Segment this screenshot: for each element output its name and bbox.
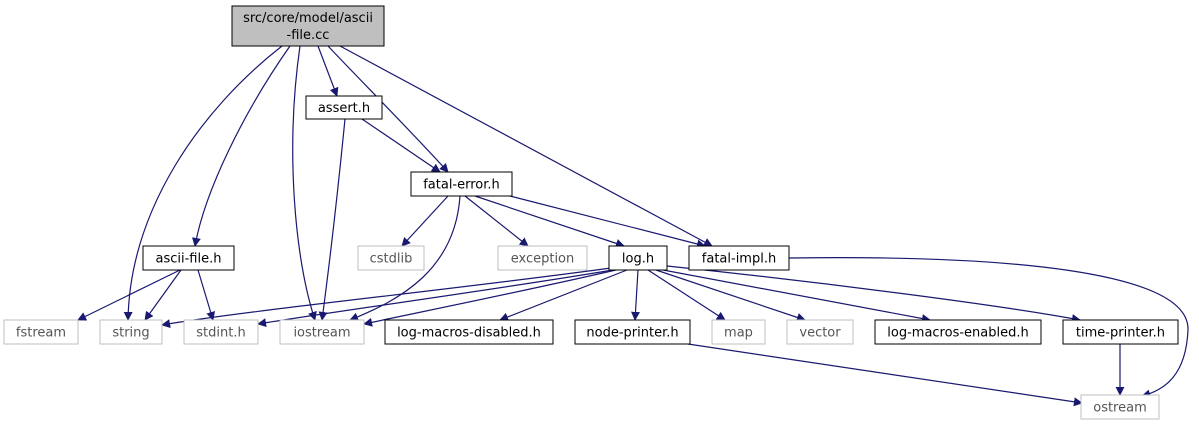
node-label: cstdlib [370,252,413,267]
node-cstdlib[interactable]: cstdlib [357,245,425,271]
edge-main-to-fatal-error [327,45,449,173]
edge-node-printer-to-ostream [687,343,1083,407]
edge-log-to-map [647,269,726,321]
edge-log-to-node-printer [630,269,640,321]
edge-fatal-error-to-iostream [349,195,461,322]
edge-ascii-file-to-fstream [77,269,181,321]
node-box [1062,319,1179,345]
node-box [410,171,513,197]
node-log-macros-enabled[interactable]: log-macros-enabled.h [874,319,1042,345]
node-box [99,319,163,345]
edge-fatal-error-to-cstdlib [401,195,449,247]
node-vector[interactable]: vector [786,319,854,345]
node-box [183,319,259,345]
edge-fatal-error-to-exception [464,195,529,247]
edge-main-to-fatal-impl [339,45,713,247]
node-label: exception [511,252,575,267]
edge-main-to-ascii-file [191,45,291,247]
node-box [574,319,691,345]
node-label: fatal-impl.h [702,252,776,267]
nodes-layer: src/core/model/ascii -file.cc assert.h fata… [3,5,1179,420]
node-box [279,319,365,345]
node-label: node-printer.h [586,326,678,341]
node-box [142,245,235,271]
edge-log-to-iostream [363,269,617,327]
node-label: string [112,326,149,341]
node-label: log.h [622,252,654,267]
node-label: fatal-error.h [423,178,500,193]
node-box [3,319,79,345]
node-box [305,95,383,120]
node-box [497,245,588,271]
edge-ascii-file-to-stdint [197,269,215,321]
node-string[interactable]: string [99,319,163,345]
node-label: iostream [293,326,350,341]
node-fatal-impl[interactable]: fatal-impl.h [688,245,790,271]
node-exception[interactable]: exception [497,245,588,271]
node-stdint[interactable]: stdint.h [183,319,259,345]
node-main[interactable]: src/core/model/ascii -file.cc [231,5,385,47]
edge-fatal-error-to-log [474,195,625,248]
node-label: log-macros-enabled.h [887,326,1028,341]
node-fatal-error[interactable]: fatal-error.h [410,171,513,197]
node-assert[interactable]: assert.h [305,95,383,120]
node-label: time-printer.h [1076,326,1165,341]
edge-log-to-log-macros-disabled [499,269,628,322]
node-label: vector [799,326,841,341]
edge-fatal-error-to-fatal-impl [509,195,706,249]
node-log-macros-disabled[interactable]: log-macros-disabled.h [384,319,554,345]
edge-log-to-string [161,267,612,329]
edge-log-to-log-macros-enabled [662,269,931,323]
node-box [688,245,790,271]
edge-ascii-file-to-string [144,269,182,321]
edge-log-to-vector [655,269,806,322]
node-ascii-file[interactable]: ascii-file.h [142,245,235,271]
edge-log-to-stdint [257,269,614,328]
node-iostream[interactable]: iostream [279,319,365,345]
node-log[interactable]: log.h [608,245,668,271]
node-fstream[interactable]: fstream [3,319,79,345]
node-label: map [724,326,753,341]
edge-main-to-assert [317,45,339,97]
edge-fatal-impl-to-ostream [788,257,1189,399]
node-box [874,319,1042,345]
edge-assert-to-fatal-error [361,118,441,173]
node-box [608,245,668,271]
node-time-printer[interactable]: time-printer.h [1062,319,1179,345]
node-label: fstream [16,326,66,341]
edge-main-to-iostream [292,45,317,321]
edge-assert-to-iostream [318,118,346,321]
node-ostream[interactable]: ostream [1080,394,1160,420]
node-box [357,245,425,271]
node-box [384,319,554,345]
node-label: ostream [1093,401,1147,416]
node-label: -file.cc [287,28,330,43]
node-label: assert.h [318,101,370,116]
edges-layer [77,45,1189,407]
node-box [786,319,854,345]
node-label: stdint.h [196,326,245,341]
node-label: ascii-file.h [156,252,222,267]
node-map[interactable]: map [711,319,766,345]
node-label: log-macros-disabled.h [397,326,541,341]
node-box [1080,394,1160,420]
edge-main-to-string [123,45,283,321]
node-label: src/core/model/ascii [243,11,373,26]
node-box [231,5,385,47]
node-box [711,319,766,345]
node-node-printer[interactable]: node-printer.h [574,319,691,345]
edge-log-to-time-printer [666,265,1081,323]
